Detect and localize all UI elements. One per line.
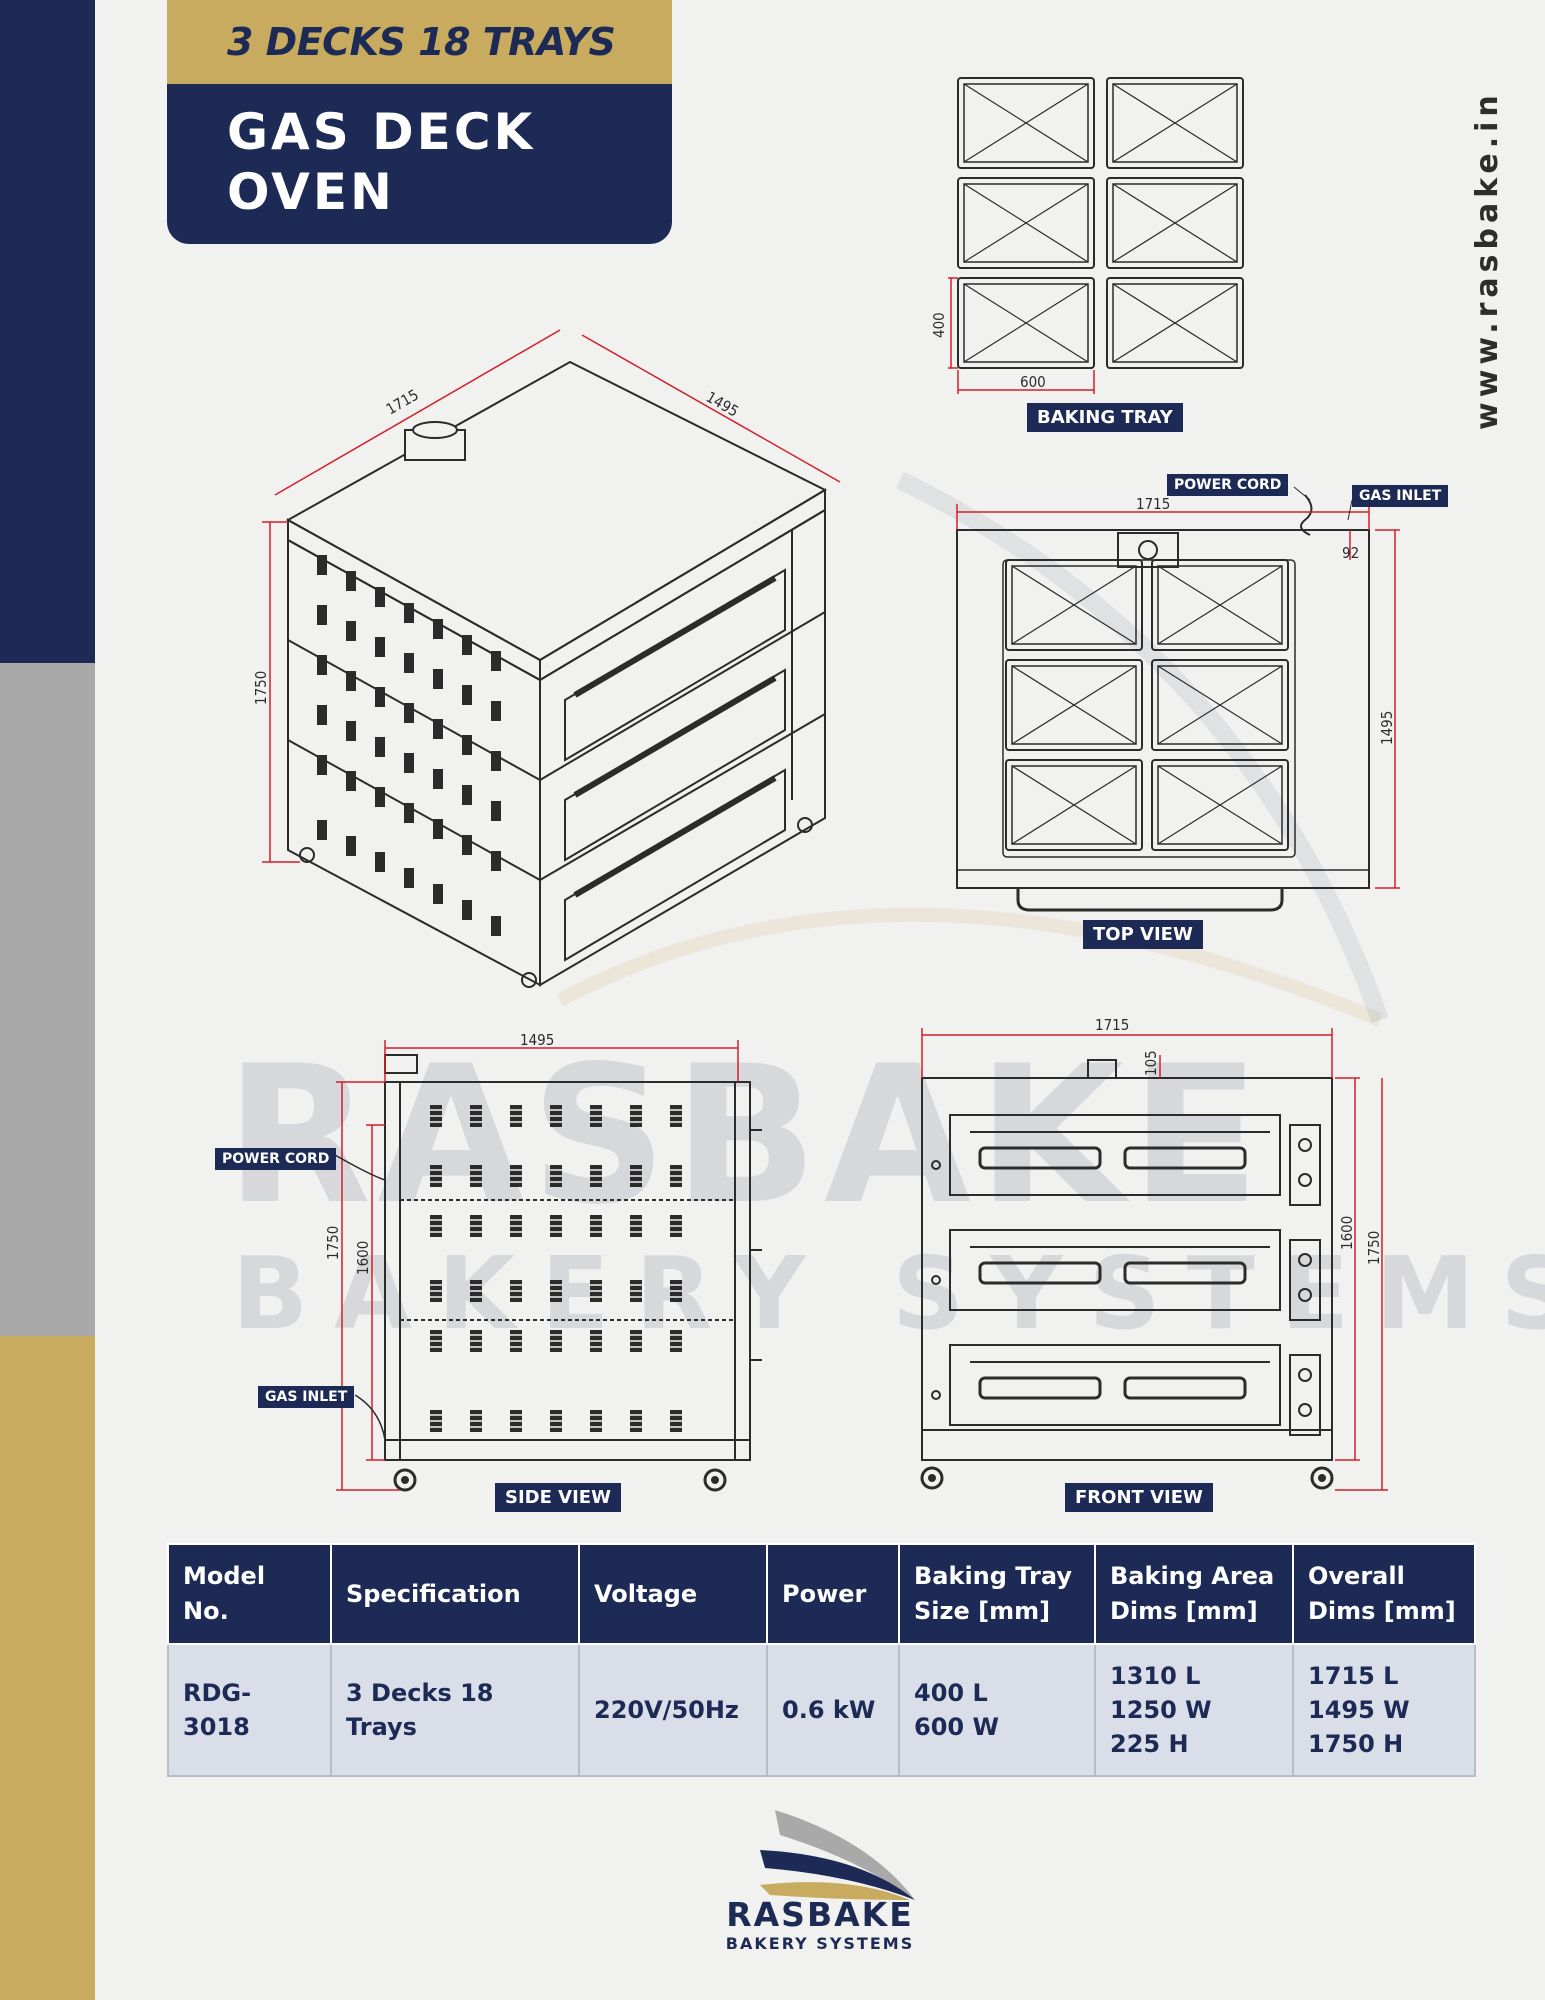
- side-power-cord-label: POWER CORD: [215, 1148, 337, 1170]
- side-strip-gold: [0, 1336, 95, 2000]
- cell-overall-h: 1750 H: [1308, 1730, 1404, 1758]
- th-area-dims: Baking Area Dims [mm]: [1094, 1543, 1294, 1645]
- cell-voltage: 220V/50Hz: [578, 1643, 768, 1777]
- front-dim-height-2: 1750: [1365, 1231, 1383, 1265]
- side-strip-navy: [0, 0, 95, 663]
- th-specification: Specification: [330, 1543, 580, 1645]
- table-header-row: Model No. Specification Voltage Power Ba…: [167, 1543, 1476, 1645]
- title-line-2: OVEN: [227, 163, 395, 221]
- logo-name: RASBAKE: [726, 1895, 914, 1934]
- side-dim-width: 1495: [520, 1031, 554, 1049]
- logo-tagline: BAKERY SYSTEMS: [725, 1934, 915, 1953]
- tray-dim-width: 600: [1020, 373, 1046, 391]
- cell-area-l: 1310 L: [1110, 1662, 1201, 1690]
- cell-tray-size: 400 L 600 W: [898, 1643, 1096, 1777]
- cell-area-h: 225 H: [1110, 1730, 1189, 1758]
- baking-tray-drawing: 600 400: [930, 77, 1244, 394]
- cell-overall-dims: 1715 L 1495 W 1750 H: [1292, 1643, 1476, 1777]
- side-view-vents: [429, 1104, 683, 1433]
- th-power: Power: [766, 1543, 900, 1645]
- logo-swoosh-icon: [760, 1810, 915, 1900]
- brand-logo: RASBAKE BAKERY SYSTEMS: [720, 1895, 920, 1953]
- top-dim-depth: 1495: [1378, 711, 1396, 745]
- cell-power: 0.6 kW: [766, 1643, 900, 1777]
- cell-tray-w: 600 W: [914, 1713, 999, 1741]
- top-view-drawing: 1715 92 1495: [956, 486, 1400, 912]
- side-dim-height-1: 1750: [324, 1226, 342, 1260]
- title-banner: GAS DECK OVEN: [167, 84, 672, 244]
- th-overall-dims-l2: Dims [mm]: [1308, 1597, 1456, 1625]
- cell-area-dims: 1310 L 1250 W 225 H: [1094, 1643, 1294, 1777]
- th-area-dims-l2: Dims [mm]: [1110, 1597, 1258, 1625]
- cell-area-w: 1250 W: [1110, 1696, 1212, 1724]
- cell-overall-l: 1715 L: [1308, 1662, 1399, 1690]
- front-dim-height-1: 1600: [1338, 1216, 1356, 1250]
- top-dim-width: 1715: [1136, 495, 1170, 513]
- subtitle-banner: 3 DECKS 18 TRAYS: [167, 0, 672, 84]
- side-view-label: SIDE VIEW: [495, 1483, 621, 1512]
- front-view-label: FRONT VIEW: [1065, 1483, 1213, 1512]
- th-overall-dims-l1: Overall: [1308, 1562, 1405, 1590]
- subtitle: 3 DECKS 18 TRAYS: [227, 20, 616, 64]
- top-power-cord-label: POWER CORD: [1167, 474, 1289, 496]
- spec-table: Model No. Specification Voltage Power Ba…: [167, 1543, 1476, 1777]
- watermark-tagline: BAKERY SYSTEMS: [232, 1235, 1545, 1352]
- top-gas-inlet-label: GAS INLET: [1352, 485, 1449, 507]
- cell-specification: 3 Decks 18 Trays: [330, 1643, 580, 1777]
- cell-tray-l: 400 L: [914, 1679, 988, 1707]
- th-tray-size: Baking Tray Size [mm]: [898, 1543, 1096, 1645]
- side-gas-inlet-label: GAS INLET: [258, 1386, 355, 1408]
- side-strip-grey: [0, 663, 95, 1336]
- iso-view-drawing: [262, 329, 841, 988]
- iso-dim-height: 1750: [252, 671, 270, 705]
- th-overall-dims: Overall Dims [mm]: [1292, 1543, 1476, 1645]
- th-model: Model No.: [167, 1543, 332, 1645]
- th-tray-size-l2: Size [mm]: [914, 1597, 1051, 1625]
- front-view-drawing: [920, 1059, 1334, 1490]
- table-row: RDG-3018 3 Decks 18 Trays 220V/50Hz 0.6 …: [167, 1643, 1476, 1777]
- top-view-label: TOP VIEW: [1083, 920, 1203, 949]
- cell-model: RDG-3018: [167, 1643, 332, 1777]
- front-dim-chimney: 105: [1142, 1050, 1160, 1076]
- side-dim-height-2: 1600: [354, 1241, 372, 1275]
- title-line-1: GAS DECK: [227, 103, 536, 161]
- th-voltage: Voltage: [578, 1543, 768, 1645]
- th-area-dims-l1: Baking Area: [1110, 1562, 1275, 1590]
- th-tray-size-l1: Baking Tray: [914, 1562, 1072, 1590]
- baking-tray-label: BAKING TRAY: [1027, 403, 1183, 432]
- top-dim-inlet: 92: [1342, 544, 1359, 562]
- front-dim-width: 1715: [1095, 1016, 1129, 1034]
- tray-dim-height: 400: [930, 312, 948, 338]
- cell-overall-w: 1495 W: [1308, 1696, 1410, 1724]
